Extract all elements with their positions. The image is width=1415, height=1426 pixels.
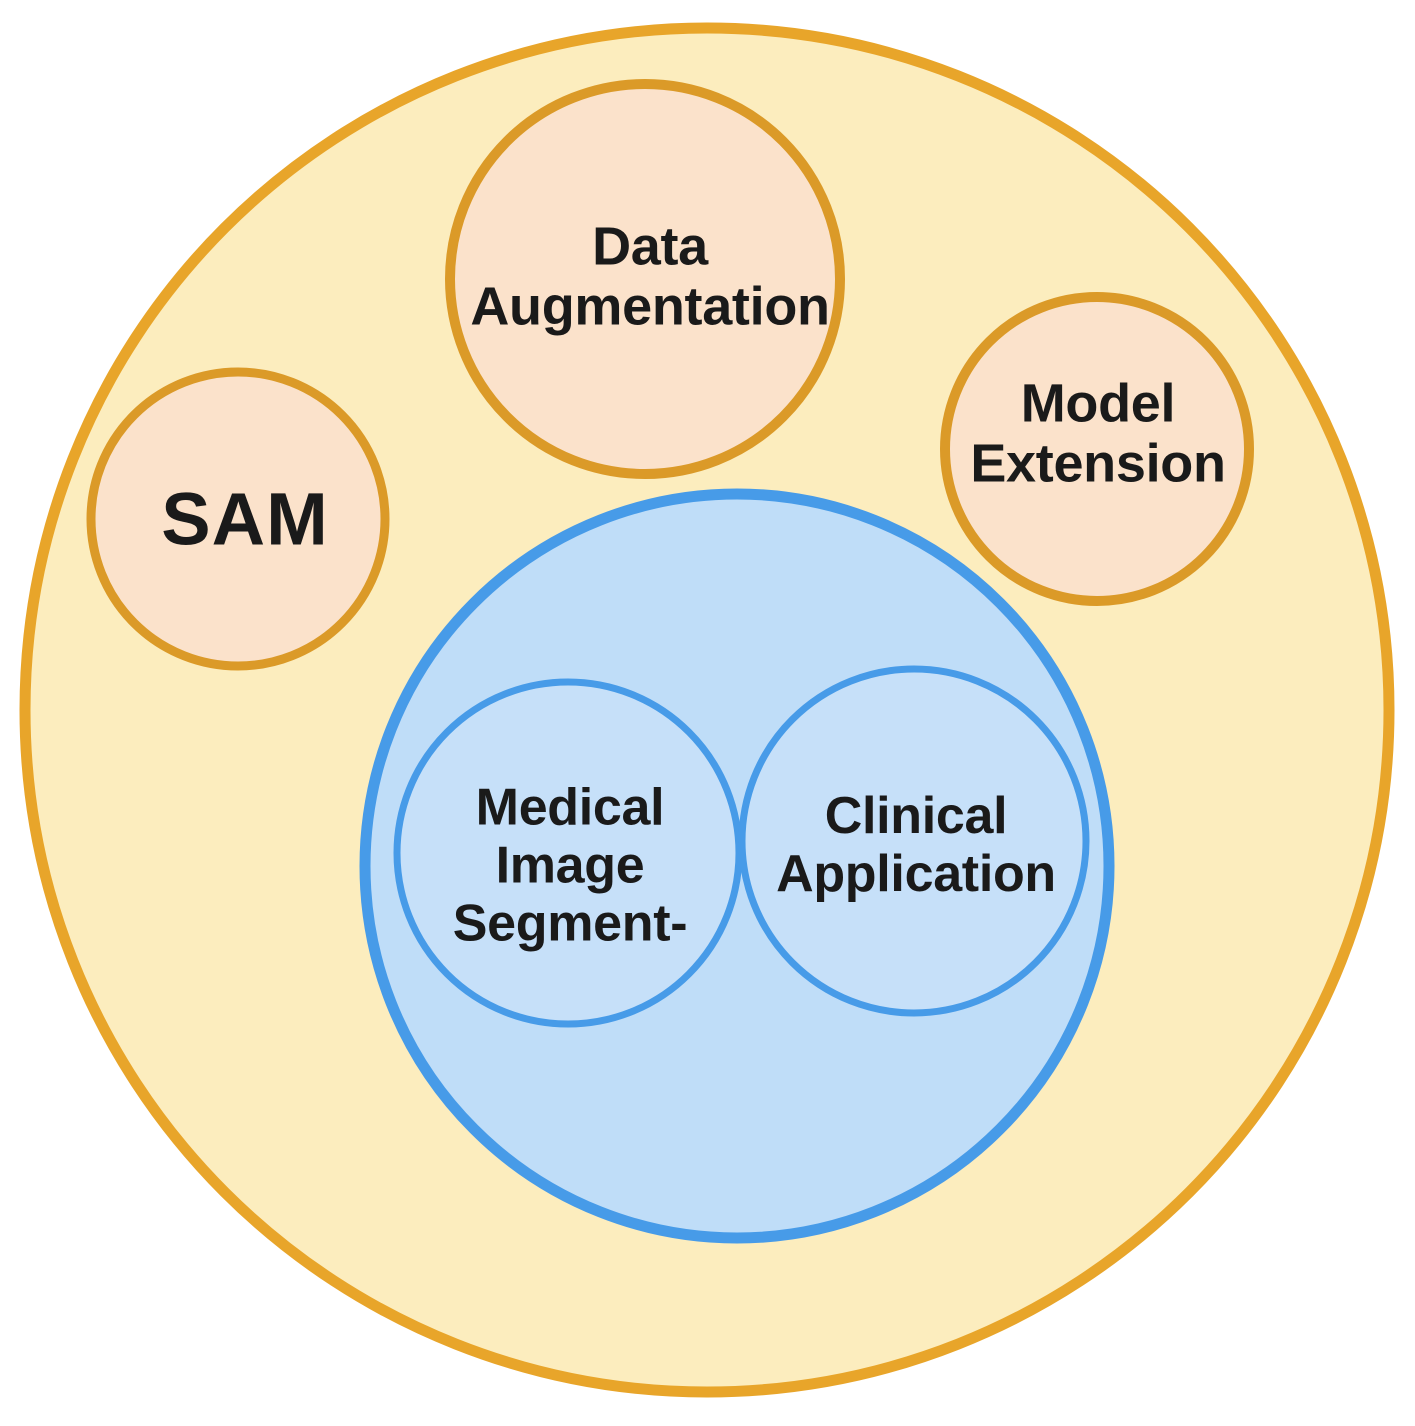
medical-image-segmentation-circle[interactable] — [393, 678, 743, 1028]
model-extension-circle[interactable] — [940, 292, 1254, 606]
clinical-application-circle[interactable] — [738, 665, 1090, 1017]
sam-circle[interactable] — [86, 367, 390, 671]
data-augmentation-circle[interactable] — [445, 79, 845, 479]
